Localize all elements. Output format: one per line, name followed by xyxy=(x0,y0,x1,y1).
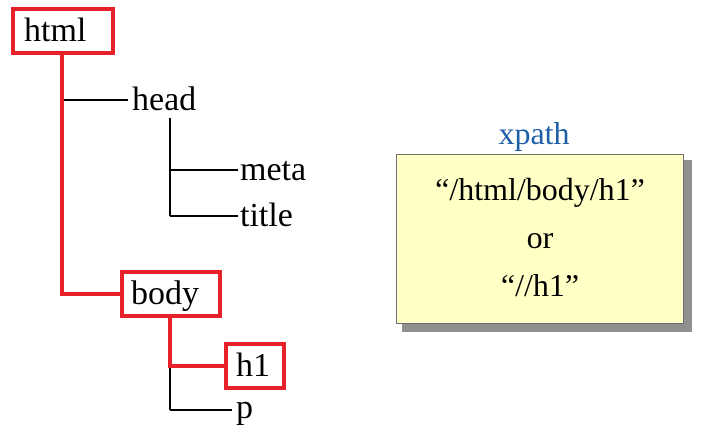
node-body: body xyxy=(131,275,199,312)
tree-connectors xyxy=(62,99,238,411)
node-title: title xyxy=(240,197,293,234)
xpath-or-label: or xyxy=(526,219,554,255)
xpath-highlight-path xyxy=(11,7,286,390)
node-html: html xyxy=(24,12,87,49)
node-h1: h1 xyxy=(236,347,270,384)
node-head: head xyxy=(132,81,197,118)
xpath-box: “/html/body/h1” or “//h1” xyxy=(396,154,684,324)
highlight-box-h1 xyxy=(224,342,286,390)
xpath-expression-absolute: “/html/body/h1” xyxy=(435,171,645,207)
node-p: p xyxy=(236,389,253,426)
xpath-title: xpath xyxy=(498,115,570,151)
xpath-expression-descendant: “//h1” xyxy=(500,267,580,303)
node-meta: meta xyxy=(240,151,307,188)
